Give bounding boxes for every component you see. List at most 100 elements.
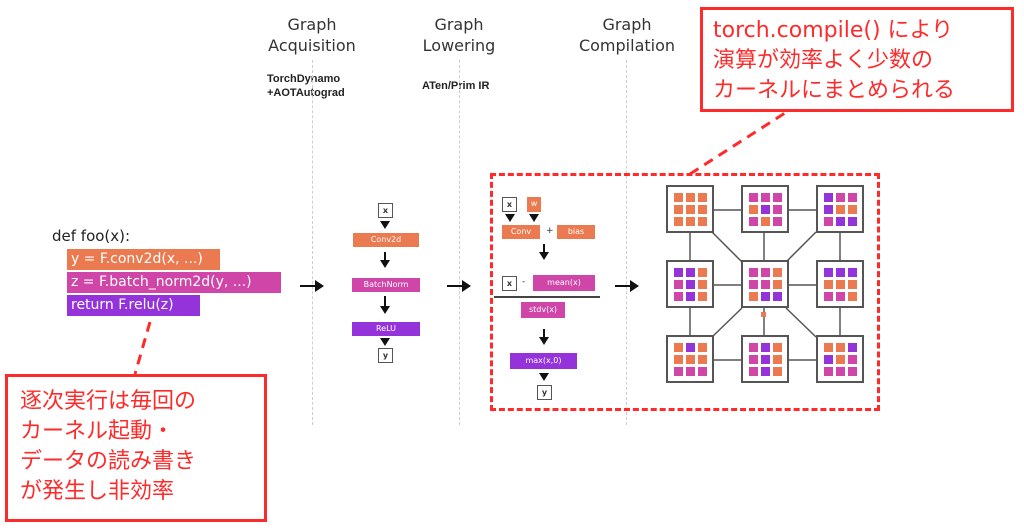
- stage-title-line1: Graph: [287, 15, 337, 34]
- kernel-chip: [824, 367, 833, 376]
- arrow-stem: [543, 244, 545, 254]
- fraction-bar: [494, 296, 600, 298]
- kernel-chip: [749, 193, 758, 202]
- arrow-down-icon: [539, 337, 549, 345]
- kernel-chip: [674, 217, 683, 226]
- kernel-chip: [686, 217, 695, 226]
- kernel-cluster: [666, 185, 714, 233]
- kernel-cluster: [816, 185, 864, 233]
- callout-eager: 逐次実行は毎回の カーネル起動・ データの読み書き が発生し非効率: [5, 374, 267, 522]
- kernel-chip: [824, 268, 833, 277]
- kernel-chip: [749, 292, 758, 301]
- kernel-cluster: [816, 335, 864, 383]
- kernel-chip: [836, 193, 845, 202]
- kernel-cluster: [816, 260, 864, 308]
- stage-sub-line1: TorchDynamo: [267, 73, 341, 85]
- kernel-chip: [749, 367, 758, 376]
- kernel-chip: [686, 367, 695, 376]
- kernel-chip: [848, 205, 857, 214]
- kernel-chip: [674, 292, 683, 301]
- stage-divider: [626, 60, 627, 425]
- kernel-chip: [824, 193, 833, 202]
- kernel-chip: [761, 268, 770, 277]
- kernel-chip: [848, 268, 857, 277]
- kernel-chip: [836, 268, 845, 277]
- arrow-stem: [543, 329, 545, 339]
- kernel-chip: [773, 367, 782, 376]
- kernel-chip: [749, 343, 758, 352]
- kernel-chip: [824, 205, 833, 214]
- kernel-chip: [824, 355, 833, 364]
- kernel-chip: [674, 205, 683, 214]
- kernel-chip: [773, 268, 782, 277]
- kernel-chip: [698, 292, 707, 301]
- kernel-chip: [761, 205, 770, 214]
- kernel-chip: [848, 193, 857, 202]
- kernel-chip: [698, 217, 707, 226]
- kernel-chip: [698, 205, 707, 214]
- kernel-chip: [686, 355, 695, 364]
- kernel-chip: [698, 280, 707, 289]
- stage-sub-line1: ATen/Prim IR: [422, 80, 490, 92]
- kernel-chip: [761, 343, 770, 352]
- callout-eager-line: データの読み書き: [20, 449, 197, 474]
- stage-divider: [459, 60, 460, 425]
- callout-compile: torch.compile() により 演算が効率よく少数の カーネルにまとめら…: [700, 7, 1014, 112]
- kernel-chip: [698, 268, 707, 277]
- arrow-down-icon: [529, 214, 539, 222]
- kernel-chip: [773, 292, 782, 301]
- kernel-chip: [686, 280, 695, 289]
- kernel-chip: [749, 205, 758, 214]
- stage-title-line1: Graph: [434, 15, 484, 34]
- kernel-chip: [848, 343, 857, 352]
- kernel-cluster: [666, 335, 714, 383]
- kernel-chip: [761, 292, 770, 301]
- arrow-stem: [384, 252, 386, 262]
- arrow-down-icon: [380, 260, 390, 268]
- kernel-chip: [674, 280, 683, 289]
- kernel-chip: [836, 217, 845, 226]
- kernel-chip: [674, 367, 683, 376]
- arrow-down-icon: [380, 338, 390, 346]
- kernel-chip: [761, 280, 770, 289]
- stage-title-compilation: Graph Compilation: [575, 14, 679, 56]
- node-conv: Conv: [502, 225, 540, 239]
- kernel-chip: [698, 367, 707, 376]
- node-mean: mean(x): [533, 275, 595, 291]
- stage-sub-lowering: ATen/Prim IR: [422, 79, 489, 93]
- kernel-chip: [761, 193, 770, 202]
- kernel-chip: [848, 280, 857, 289]
- stage-title-line2: Lowering: [422, 36, 496, 55]
- node-max: max(x,0): [510, 353, 577, 369]
- kernel-chip: [674, 343, 683, 352]
- stage-title-line1: Graph: [602, 15, 652, 34]
- arrow-down-icon: [380, 221, 390, 229]
- code-line-conv2d: y = F.conv2d(x, ...): [67, 249, 220, 270]
- arrow-down-icon: [380, 306, 390, 314]
- stage-title-acquisition: Graph Acquisition: [262, 14, 362, 56]
- arrow-down-icon: [539, 373, 549, 381]
- stage-sub-line2: +AOTAutograd: [267, 87, 345, 99]
- kernel-chip: [773, 205, 782, 214]
- callout-compile-line: カーネルにまとめられる: [713, 78, 956, 103]
- code-line-relu: return F.relu(z): [67, 295, 200, 316]
- kernel-chip: [773, 355, 782, 364]
- callout-compile-line: torch.compile() により: [713, 18, 954, 43]
- minus-sign: -: [522, 277, 526, 287]
- kernel-chip: [698, 355, 707, 364]
- kernel-cluster: [741, 335, 789, 383]
- kernel-chip: [836, 205, 845, 214]
- plus-sign: +: [546, 226, 554, 236]
- kernel-cluster: [741, 185, 789, 233]
- kernel-chip: [824, 217, 833, 226]
- kernel-chip: [836, 343, 845, 352]
- kernel-cluster: [666, 260, 714, 308]
- arrow-right-icon: [615, 280, 639, 292]
- kernel-chip: [698, 343, 707, 352]
- stage-title-line2: Compilation: [578, 36, 676, 55]
- kernel-chip: [749, 355, 758, 364]
- arrow-down-icon: [505, 214, 515, 222]
- stage-divider: [312, 60, 313, 425]
- node-relu: ReLU: [352, 322, 420, 336]
